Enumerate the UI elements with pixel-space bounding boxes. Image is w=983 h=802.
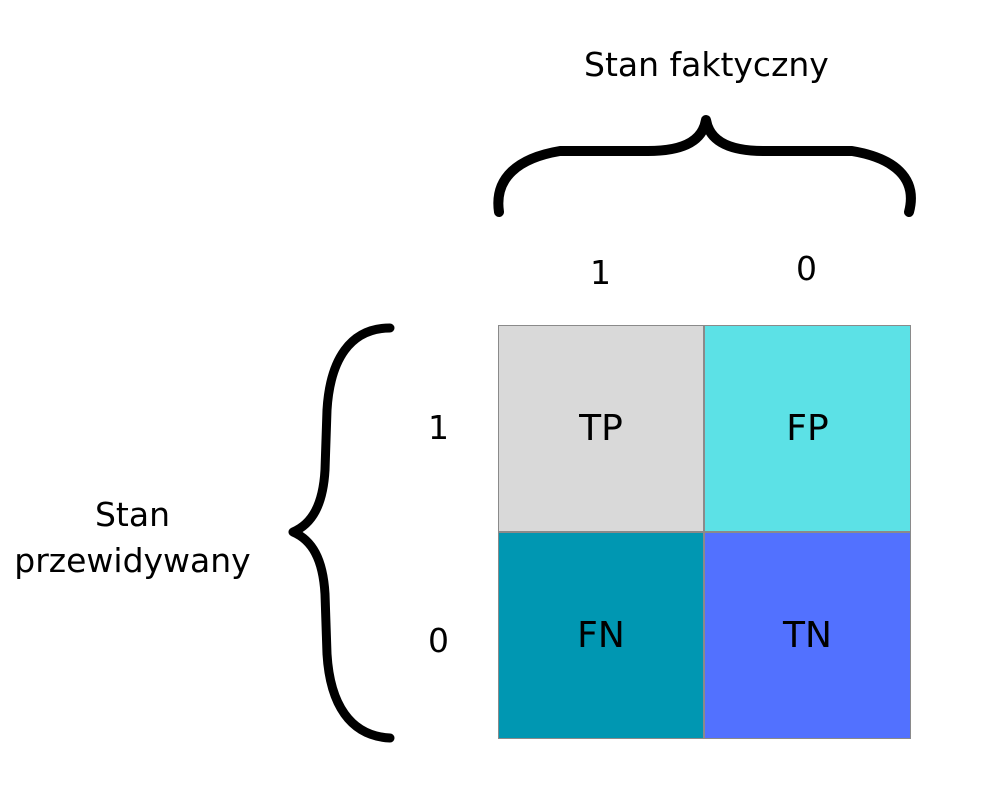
- actual-class-1-label: 1: [590, 253, 611, 292]
- cell-true-negative: TN: [704, 532, 911, 739]
- predicted-state-title-line1: Stan: [94, 495, 171, 534]
- cell-false-negative: FN: [498, 532, 704, 739]
- predicted-state-title-line2: przewidywany: [14, 541, 251, 580]
- actual-class-0-label: 0: [796, 249, 817, 288]
- cell-false-negative-label: FN: [577, 614, 625, 656]
- cell-false-positive: FP: [704, 325, 911, 532]
- predicted-class-0-label: 0: [428, 621, 449, 660]
- actual-state-title: Stan faktyczny: [584, 45, 829, 84]
- predicted-class-1-label: 1: [428, 408, 449, 447]
- predicted-state-title: Stan przewidywany: [10, 492, 255, 584]
- cell-false-positive-label: FP: [786, 407, 829, 449]
- cell-true-positive: TP: [498, 325, 704, 532]
- confusion-matrix: TP FP FN TN: [498, 325, 911, 739]
- cell-true-negative-label: TN: [783, 614, 832, 656]
- cell-true-positive-label: TP: [579, 407, 623, 449]
